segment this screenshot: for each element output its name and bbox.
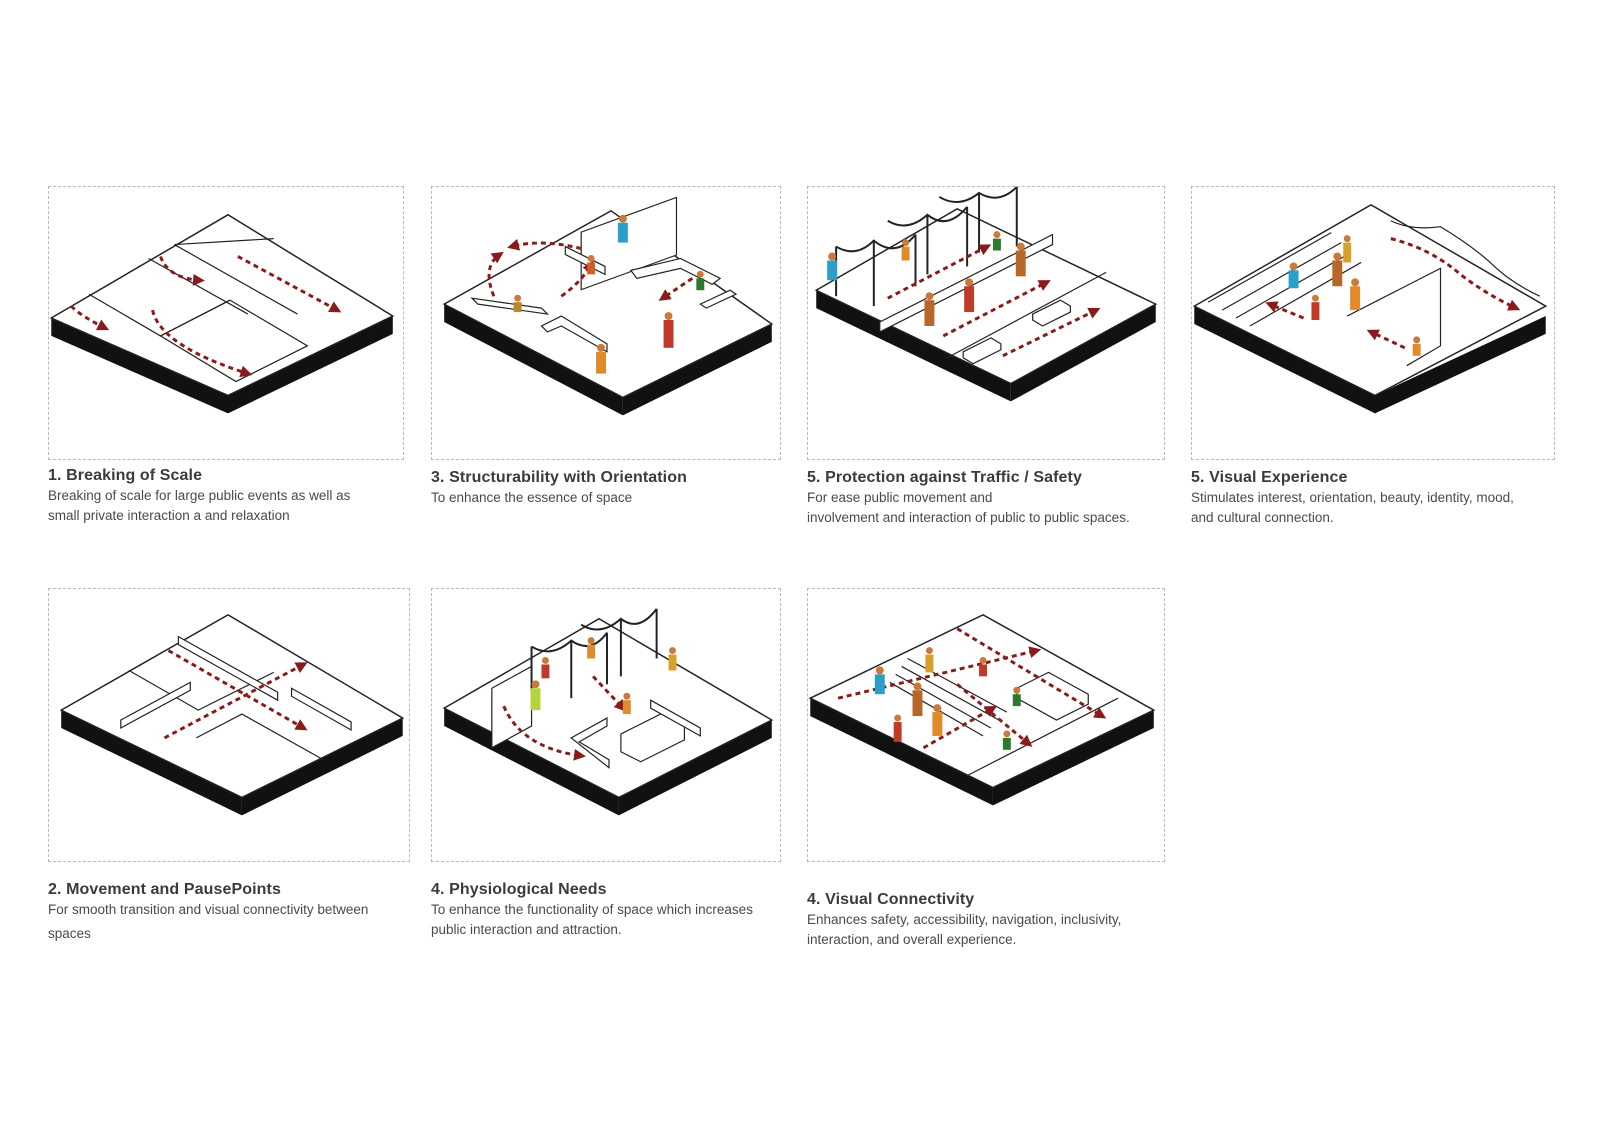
diagram-panel-structurability bbox=[431, 186, 781, 460]
isometric-diagram bbox=[442, 196, 774, 416]
caption-traffic-safety: 5. Protection against Traffic / Safety F… bbox=[807, 468, 1187, 528]
isometric-diagram bbox=[59, 613, 405, 816]
flow-arrow bbox=[507, 238, 582, 251]
caption-text: Breaking of scale for large public event… bbox=[48, 488, 351, 503]
flow-arrow bbox=[887, 244, 992, 300]
people-figures bbox=[827, 231, 1026, 326]
caption-text: Stimulates interest, orientation, beauty… bbox=[1191, 490, 1514, 505]
caption-text: interaction, and overall experience. bbox=[807, 932, 1017, 947]
caption-title: 4. Physiological Needs bbox=[431, 881, 607, 898]
flow-arrow bbox=[1366, 329, 1406, 350]
flow-arrow bbox=[151, 309, 253, 378]
caption-title: 5. Visual Experience bbox=[1191, 469, 1348, 486]
isometric-diagram bbox=[808, 613, 1156, 806]
flow-arrow bbox=[237, 255, 342, 313]
diagram-panel-visual-experience bbox=[1191, 186, 1555, 460]
flow-arrow bbox=[592, 675, 627, 712]
flow-arrow bbox=[1265, 301, 1305, 320]
caption-text: To enhance the functionality of space wh… bbox=[431, 902, 753, 917]
flow-arrow bbox=[837, 646, 1042, 700]
caption-movement-pause: 2. Movement and PausePoints For smooth t… bbox=[48, 880, 428, 944]
caption-breaking-of-scale: 1. Breaking of Scale Breaking of scale f… bbox=[48, 466, 428, 526]
flow-arrow bbox=[922, 705, 998, 750]
diagram-panel-breaking-of-scale bbox=[48, 186, 404, 460]
flow-arrow bbox=[956, 683, 1033, 747]
flow-arrow bbox=[487, 251, 504, 297]
diagram-panel-visual-connectivity bbox=[807, 588, 1165, 862]
caption-structurability: 3. Structurability with Orientation To e… bbox=[431, 468, 811, 508]
caption-text: small private interaction a and relaxati… bbox=[48, 508, 290, 523]
caption-title: 1. Breaking of Scale bbox=[48, 467, 203, 484]
caption-title: 5. Protection against Traffic / Safety bbox=[807, 469, 1082, 486]
isometric-diagram bbox=[442, 608, 774, 816]
canopy-frames bbox=[530, 608, 658, 699]
people-figures bbox=[874, 647, 1021, 750]
flow-arrow bbox=[942, 280, 1051, 338]
flow-arrow bbox=[658, 277, 694, 301]
canopy-frames bbox=[835, 186, 1018, 307]
caption-text: spaces bbox=[48, 926, 91, 941]
caption-text: and cultural connection. bbox=[1191, 510, 1334, 525]
people-figures bbox=[513, 214, 705, 374]
isometric-diagram bbox=[1192, 204, 1548, 414]
caption-physiological-needs: 4. Physiological Needs To enhance the fu… bbox=[431, 880, 811, 940]
flow-arrow bbox=[502, 705, 586, 761]
people-figures bbox=[1288, 235, 1421, 356]
flow-arrow bbox=[70, 305, 110, 331]
caption-title: 2. Movement and PausePoints bbox=[48, 881, 281, 898]
diagram-panel-traffic-safety bbox=[807, 186, 1165, 460]
caption-text: To enhance the essence of space bbox=[431, 490, 633, 505]
isometric-diagram bbox=[49, 213, 395, 414]
car-icon bbox=[962, 337, 1002, 365]
caption-text: For ease public movement and bbox=[807, 490, 993, 505]
caption-title: 4. Visual Connectivity bbox=[807, 891, 975, 908]
diagram-panel-physiological-needs bbox=[431, 588, 781, 862]
flow-arrow bbox=[167, 649, 308, 731]
diagram-panel-movement-pause bbox=[48, 588, 410, 862]
caption-text: involvement and interaction of public to… bbox=[807, 510, 1130, 525]
flow-arrow bbox=[159, 255, 205, 286]
isometric-diagram bbox=[814, 186, 1158, 402]
caption-text: Enhances safety, accessibility, navigati… bbox=[807, 912, 1122, 927]
flow-arrow bbox=[956, 627, 1107, 719]
caption-visual-experience: 5. Visual Experience Stimulates interest… bbox=[1191, 468, 1571, 528]
caption-visual-connectivity: 4. Visual Connectivity Enhances safety, … bbox=[807, 890, 1187, 950]
people-figures bbox=[530, 637, 677, 715]
car-icon bbox=[1032, 299, 1071, 327]
caption-title: 3. Structurability with Orientation bbox=[431, 469, 687, 486]
caption-text: For smooth transition and visual connect… bbox=[48, 902, 369, 917]
caption-text: public interaction and attraction. bbox=[431, 922, 622, 937]
